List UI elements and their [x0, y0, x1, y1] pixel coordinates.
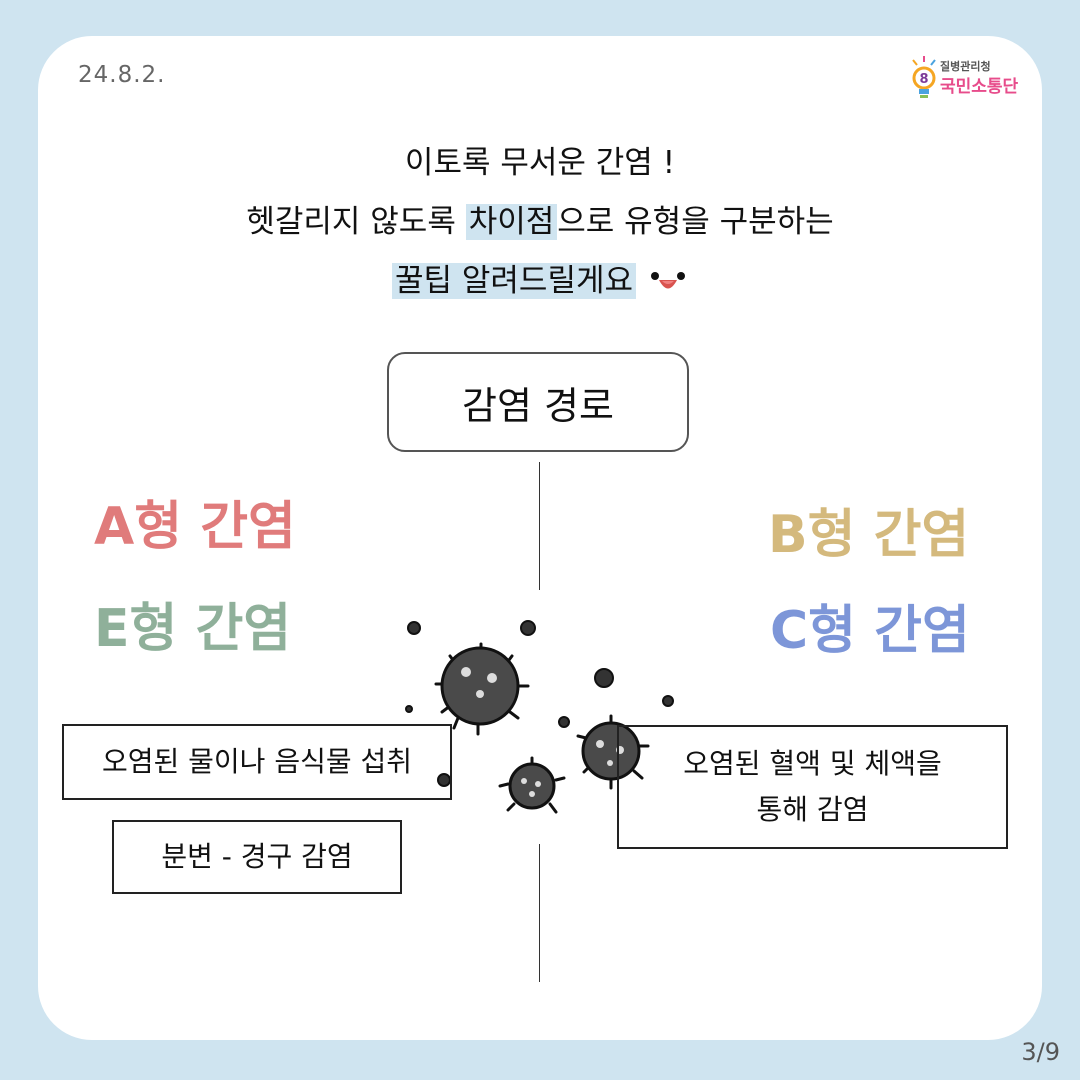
route-box-blood-line-1: 오염된 혈액 및 체액을	[683, 747, 942, 780]
logo-text-team: 국민소통단	[940, 77, 1019, 97]
svg-text:8: 8	[919, 72, 928, 87]
route-box-contaminated-food: 오염된 물이나 음식물 섭취	[62, 724, 452, 800]
virus-particles	[405, 620, 674, 787]
logo-text-kdca: 질병관리청	[940, 60, 991, 73]
route-box-blood-line-2: 통해 감염	[756, 793, 869, 826]
route-box-fecal-oral: 분변 - 경구 감염	[112, 820, 402, 894]
hepatitis-c-label: C형 간염	[770, 601, 970, 661]
page-indicator: 3/9	[1021, 1038, 1060, 1066]
hepatitis-b-label: B형 간염	[768, 505, 970, 565]
intro-line-1: 이토록 무서운 간염 !	[404, 145, 676, 181]
intro-text: 이토록 무서운 간염 ! 헷갈리지 않도록 차이점으로 유형을 구분하는 꿀팁 …	[38, 134, 1042, 311]
smiling-face-icon	[651, 271, 685, 288]
infection-route-box: 감염 경로	[387, 352, 689, 452]
intro-line-2: 헷갈리지 않도록 차이점으로 유형을 구분하는	[38, 193, 1042, 252]
kdca-logo: 8 질병관리청 국민소통단	[910, 56, 1020, 110]
divider-line-top	[539, 462, 540, 590]
route-box-blood-fluids: 오염된 혈액 및 체액을 통해 감염	[617, 725, 1008, 849]
virus-large-icon	[434, 642, 530, 736]
intro-line-2-part-a: 헷갈리지 않도록	[246, 204, 466, 240]
intro-highlight-tip: 꿀팁 알려드릴게요	[391, 263, 636, 299]
intro-highlight-difference: 차이점	[465, 204, 558, 240]
lightbulb-icon: 8	[912, 56, 936, 98]
virus-medium-icon	[576, 714, 650, 790]
intro-line-2-part-b: 으로 유형을 구분하는	[557, 204, 834, 240]
intro-line-3: 꿀팁 알려드릴게요	[38, 252, 1042, 311]
hepatitis-e-label: E형 간염	[94, 599, 292, 659]
divider-line-bottom	[539, 844, 540, 982]
date-label: 24.8.2.	[78, 62, 166, 88]
card: 24.8.2. 8 질병관리청 국민소통단 이토록 무서운 간염 ! 헷갈리지 …	[38, 36, 1042, 1040]
virus-illustration	[405, 620, 674, 814]
hepatitis-a-label: A형 간염	[94, 497, 296, 557]
virus-small-icon	[498, 756, 566, 814]
